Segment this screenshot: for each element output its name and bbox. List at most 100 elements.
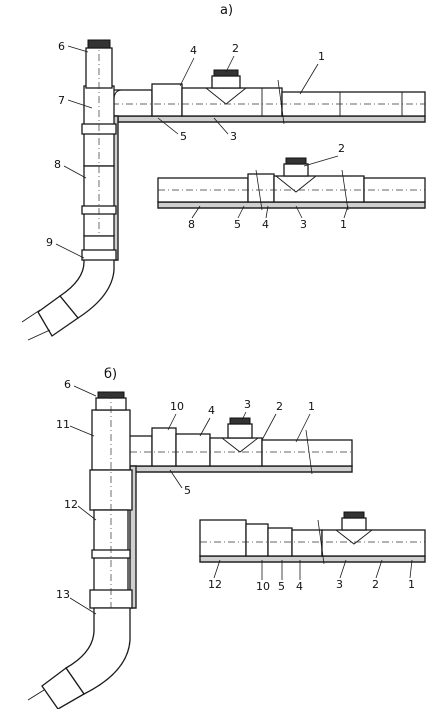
pipe-segment bbox=[181, 87, 283, 117]
label-1: 1 bbox=[318, 50, 325, 63]
socket bbox=[247, 173, 275, 203]
label-5: 5 bbox=[234, 218, 241, 231]
leader bbox=[213, 117, 229, 135]
label-12: 12 bbox=[208, 578, 222, 591]
label-7: 7 bbox=[58, 94, 65, 107]
label-4: 4 bbox=[262, 218, 269, 231]
tee-branch bbox=[275, 175, 317, 193]
label-6: 6 bbox=[58, 40, 65, 53]
panel-a-horizontal-pipe bbox=[111, 69, 426, 125]
socket bbox=[175, 433, 211, 467]
leader bbox=[191, 205, 201, 219]
leader bbox=[67, 99, 93, 109]
label-4: 4 bbox=[296, 580, 303, 593]
leader bbox=[157, 117, 179, 135]
label-10: 10 bbox=[170, 400, 184, 413]
cleanout bbox=[211, 75, 241, 89]
panel-b-horizontal-pipe bbox=[115, 417, 353, 475]
leader bbox=[199, 417, 211, 437]
panel-b-riser bbox=[89, 391, 137, 609]
label-3: 3 bbox=[244, 398, 251, 411]
label-5: 5 bbox=[184, 484, 191, 497]
leader bbox=[339, 559, 347, 579]
label-8: 8 bbox=[188, 218, 195, 231]
coupling bbox=[81, 249, 117, 261]
cleanout bbox=[227, 423, 253, 439]
leader bbox=[303, 155, 339, 167]
label-11: 11 bbox=[56, 418, 70, 431]
cleanout bbox=[341, 517, 367, 531]
break-mark bbox=[277, 79, 285, 125]
label-3: 3 bbox=[300, 218, 307, 231]
bedding bbox=[123, 465, 353, 473]
socket bbox=[151, 83, 183, 117]
pipe-segment bbox=[111, 89, 153, 117]
leader bbox=[225, 55, 235, 73]
break-mark bbox=[341, 169, 349, 211]
bedding bbox=[117, 115, 426, 123]
cleanout-cap bbox=[213, 69, 239, 77]
outlet-pipe bbox=[27, 689, 45, 701]
break-mark bbox=[255, 169, 263, 211]
label-5: 5 bbox=[180, 130, 187, 143]
label-2: 2 bbox=[232, 42, 239, 55]
leader bbox=[261, 413, 277, 441]
leader bbox=[73, 385, 97, 397]
leader bbox=[167, 413, 177, 431]
bend-outlet bbox=[37, 295, 79, 337]
label-6: 6 bbox=[64, 378, 71, 391]
label-3: 3 bbox=[230, 130, 237, 143]
cleanout-cap bbox=[229, 417, 251, 425]
leader bbox=[299, 63, 319, 95]
break-mark bbox=[305, 429, 313, 475]
label-5: 5 bbox=[278, 580, 285, 593]
label-2: 2 bbox=[276, 400, 283, 413]
label-1: 1 bbox=[408, 578, 415, 591]
pipe-segment bbox=[321, 529, 426, 557]
label-9: 9 bbox=[46, 236, 53, 249]
leader bbox=[409, 559, 413, 579]
reducer bbox=[245, 523, 269, 557]
label-4: 4 bbox=[208, 404, 215, 417]
label-1: 1 bbox=[340, 218, 347, 231]
bedding bbox=[199, 555, 426, 563]
bedding bbox=[157, 201, 426, 209]
label-8: 8 bbox=[54, 158, 61, 171]
break-mark bbox=[317, 519, 325, 565]
panel-b: б) bbox=[27, 367, 426, 710]
leader bbox=[63, 165, 87, 179]
outlet-pipe bbox=[21, 309, 51, 341]
caption-a: а) bbox=[220, 3, 233, 18]
leader bbox=[237, 205, 245, 219]
leader bbox=[213, 559, 221, 579]
panel-a-bend bbox=[21, 235, 117, 341]
pipe-segment bbox=[291, 529, 323, 557]
panel-b-inset bbox=[199, 511, 426, 565]
leader bbox=[375, 559, 383, 579]
tee-branch bbox=[335, 529, 373, 545]
label-3: 3 bbox=[336, 578, 343, 591]
leader bbox=[77, 505, 97, 521]
label-13: 13 bbox=[56, 588, 70, 601]
label-2: 2 bbox=[372, 578, 379, 591]
leader bbox=[179, 57, 195, 87]
leader bbox=[55, 243, 85, 259]
bend-joint bbox=[113, 89, 123, 101]
leader bbox=[265, 205, 269, 219]
leader bbox=[169, 469, 183, 489]
pipe-segment bbox=[261, 439, 353, 467]
leader bbox=[241, 411, 247, 421]
label-4: 4 bbox=[190, 44, 197, 57]
panel-b-bend bbox=[27, 607, 131, 710]
pipe-segment bbox=[199, 519, 247, 557]
leader bbox=[295, 413, 311, 443]
leader bbox=[69, 425, 95, 437]
leader bbox=[295, 205, 303, 219]
pipe-segment bbox=[273, 175, 365, 203]
label-10: 10 bbox=[256, 580, 270, 593]
leader bbox=[69, 597, 97, 615]
panel-a-inset bbox=[157, 157, 426, 211]
label-2: 2 bbox=[338, 142, 345, 155]
caption-b: б) bbox=[104, 367, 117, 382]
